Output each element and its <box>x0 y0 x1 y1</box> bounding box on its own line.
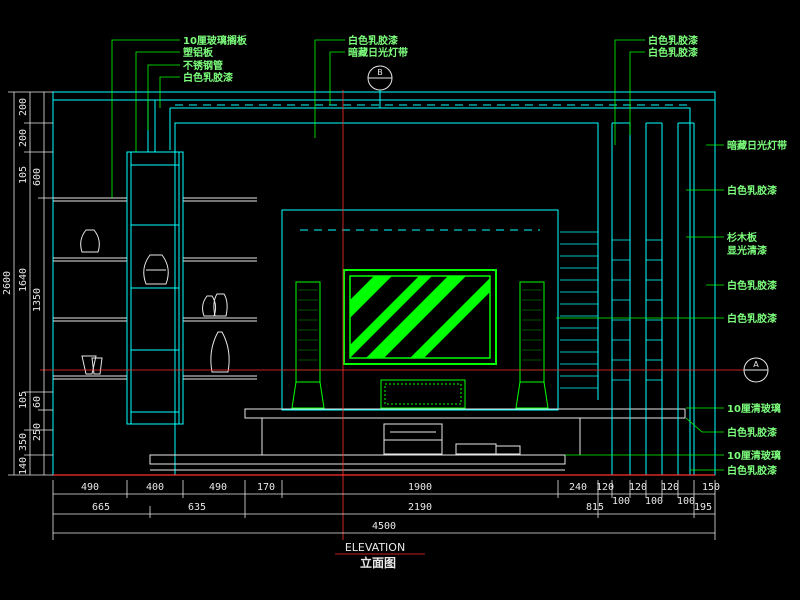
callout-clear-glass-1: 10厘清玻璃 <box>727 402 781 415</box>
right-decor-bands <box>611 122 695 475</box>
glass-shelves <box>53 197 257 380</box>
dim-h-1: 490 <box>81 482 99 493</box>
dim-v-8: 600 <box>32 168 43 186</box>
dim-v-9: 1350 <box>32 288 43 312</box>
dim-h-10: 150 <box>702 482 720 493</box>
title-cn: 立面图 <box>360 555 396 570</box>
dim-h2-4: 815 <box>586 502 604 513</box>
callout-aluminum-panel: 塑铝板 <box>183 46 214 59</box>
dim-h-12: 100 <box>645 496 663 507</box>
dim-h2-5: 195 <box>694 502 712 513</box>
vase-icons <box>80 229 230 375</box>
callout-clear-glass-2: 10厘清玻璃 <box>727 449 781 462</box>
dim-h-6: 240 <box>569 482 587 493</box>
callout-white-paint-left: 白色乳胶漆 <box>183 71 233 84</box>
callout-white-paint-r5: 白色乳胶漆 <box>727 464 777 477</box>
dim-h-13: 100 <box>677 496 695 507</box>
drawing-title: ELEVATION 立面图 <box>335 541 425 570</box>
dim-v-11: 250 <box>32 423 43 441</box>
callout-white-paint-r1: 白色乳胶漆 <box>727 184 777 197</box>
dim-v-5: 105 <box>18 391 29 409</box>
hidden-light-strip <box>175 104 690 231</box>
vertical-dimension-lines <box>8 91 53 476</box>
dim-h-2: 400 <box>146 482 164 493</box>
wood-slat-panels <box>560 231 662 389</box>
dim-h2-2: 635 <box>188 502 206 513</box>
av-equipment <box>383 423 521 455</box>
dim-h-3: 490 <box>209 482 227 493</box>
dim-h-8: 120 <box>629 482 647 493</box>
dim-v-7: 140 <box>18 457 29 475</box>
dim-h-4: 170 <box>257 482 275 493</box>
callout-steel-tube: 不锈钢管 <box>183 59 223 72</box>
callout-white-paint-tr1: 白色乳胶漆 <box>648 34 698 47</box>
dim-h-5: 1900 <box>408 482 432 493</box>
television <box>343 269 497 365</box>
bottom-dims-row1: 490 400 490 170 1900 240 120 120 120 150… <box>81 482 720 507</box>
top-callouts: 白色乳胶漆 暗藏日光灯带 <box>348 34 408 59</box>
right-callouts: 暗藏日光灯带 白色乳胶漆 杉木板 显光清漆 白色乳胶漆 白色乳胶漆 10厘清玻璃… <box>727 139 787 477</box>
callout-hidden-light-top: 暗藏日光灯带 <box>348 46 408 59</box>
dim-h-7: 120 <box>596 482 614 493</box>
dim-h-11: 100 <box>612 496 630 507</box>
callout-fir-board: 杉木板 <box>727 231 758 244</box>
dim-v-4: 1640 <box>18 268 29 292</box>
section-marker: B <box>367 65 393 108</box>
level-marker: A <box>743 357 769 383</box>
dim-height-total: 2600 <box>2 271 13 295</box>
dim-v-10: 60 <box>32 396 43 408</box>
leader-lines <box>111 39 724 471</box>
left-callouts: 10厘玻璃搁板 塑铝板 不锈钢管 白色乳胶漆 <box>183 34 248 84</box>
dim-h2-1: 665 <box>92 502 110 513</box>
center-speaker <box>380 379 466 409</box>
speaker-left <box>291 281 325 409</box>
dim-h2-3: 2190 <box>408 502 432 513</box>
dim-v-3: 105 <box>18 166 29 184</box>
tv-wall-panel <box>281 209 559 411</box>
callout-glass-shelf: 10厘玻璃搁板 <box>183 34 248 47</box>
callout-hidden-light-right: 暗藏日光灯带 <box>727 139 787 152</box>
dim-h-9: 120 <box>661 482 679 493</box>
level-marker-label: A <box>753 360 759 369</box>
callout-white-paint-r3: 白色乳胶漆 <box>727 312 777 325</box>
title-en: ELEVATION <box>345 541 405 554</box>
tv-cabinet <box>149 408 686 471</box>
horizontal-dimension-lines <box>52 480 716 540</box>
callout-clear-varnish: 显光清漆 <box>727 244 767 257</box>
callout-white-paint-r4: 白色乳胶漆 <box>727 426 777 439</box>
dim-v-2: 200 <box>18 129 29 147</box>
top-right-callouts: 白色乳胶漆 白色乳胶漆 <box>648 34 698 59</box>
callout-white-paint-r2: 白色乳胶漆 <box>727 279 777 292</box>
dim-total-width: 4500 <box>372 521 396 532</box>
shelving-unit <box>126 100 184 425</box>
dim-v-6: 350 <box>18 433 29 451</box>
bottom-dims-row2: 665 635 2190 815 195 <box>92 502 712 513</box>
section-marker-label: B <box>377 68 383 77</box>
callout-white-paint-tr2: 白色乳胶漆 <box>648 46 698 59</box>
speaker-right <box>515 281 549 409</box>
dim-v-1: 200 <box>18 98 29 116</box>
vertical-dims-text: 2600 200 200 105 1640 105 350 140 600 13… <box>2 98 43 475</box>
callout-white-paint-top: 白色乳胶漆 <box>348 34 398 47</box>
